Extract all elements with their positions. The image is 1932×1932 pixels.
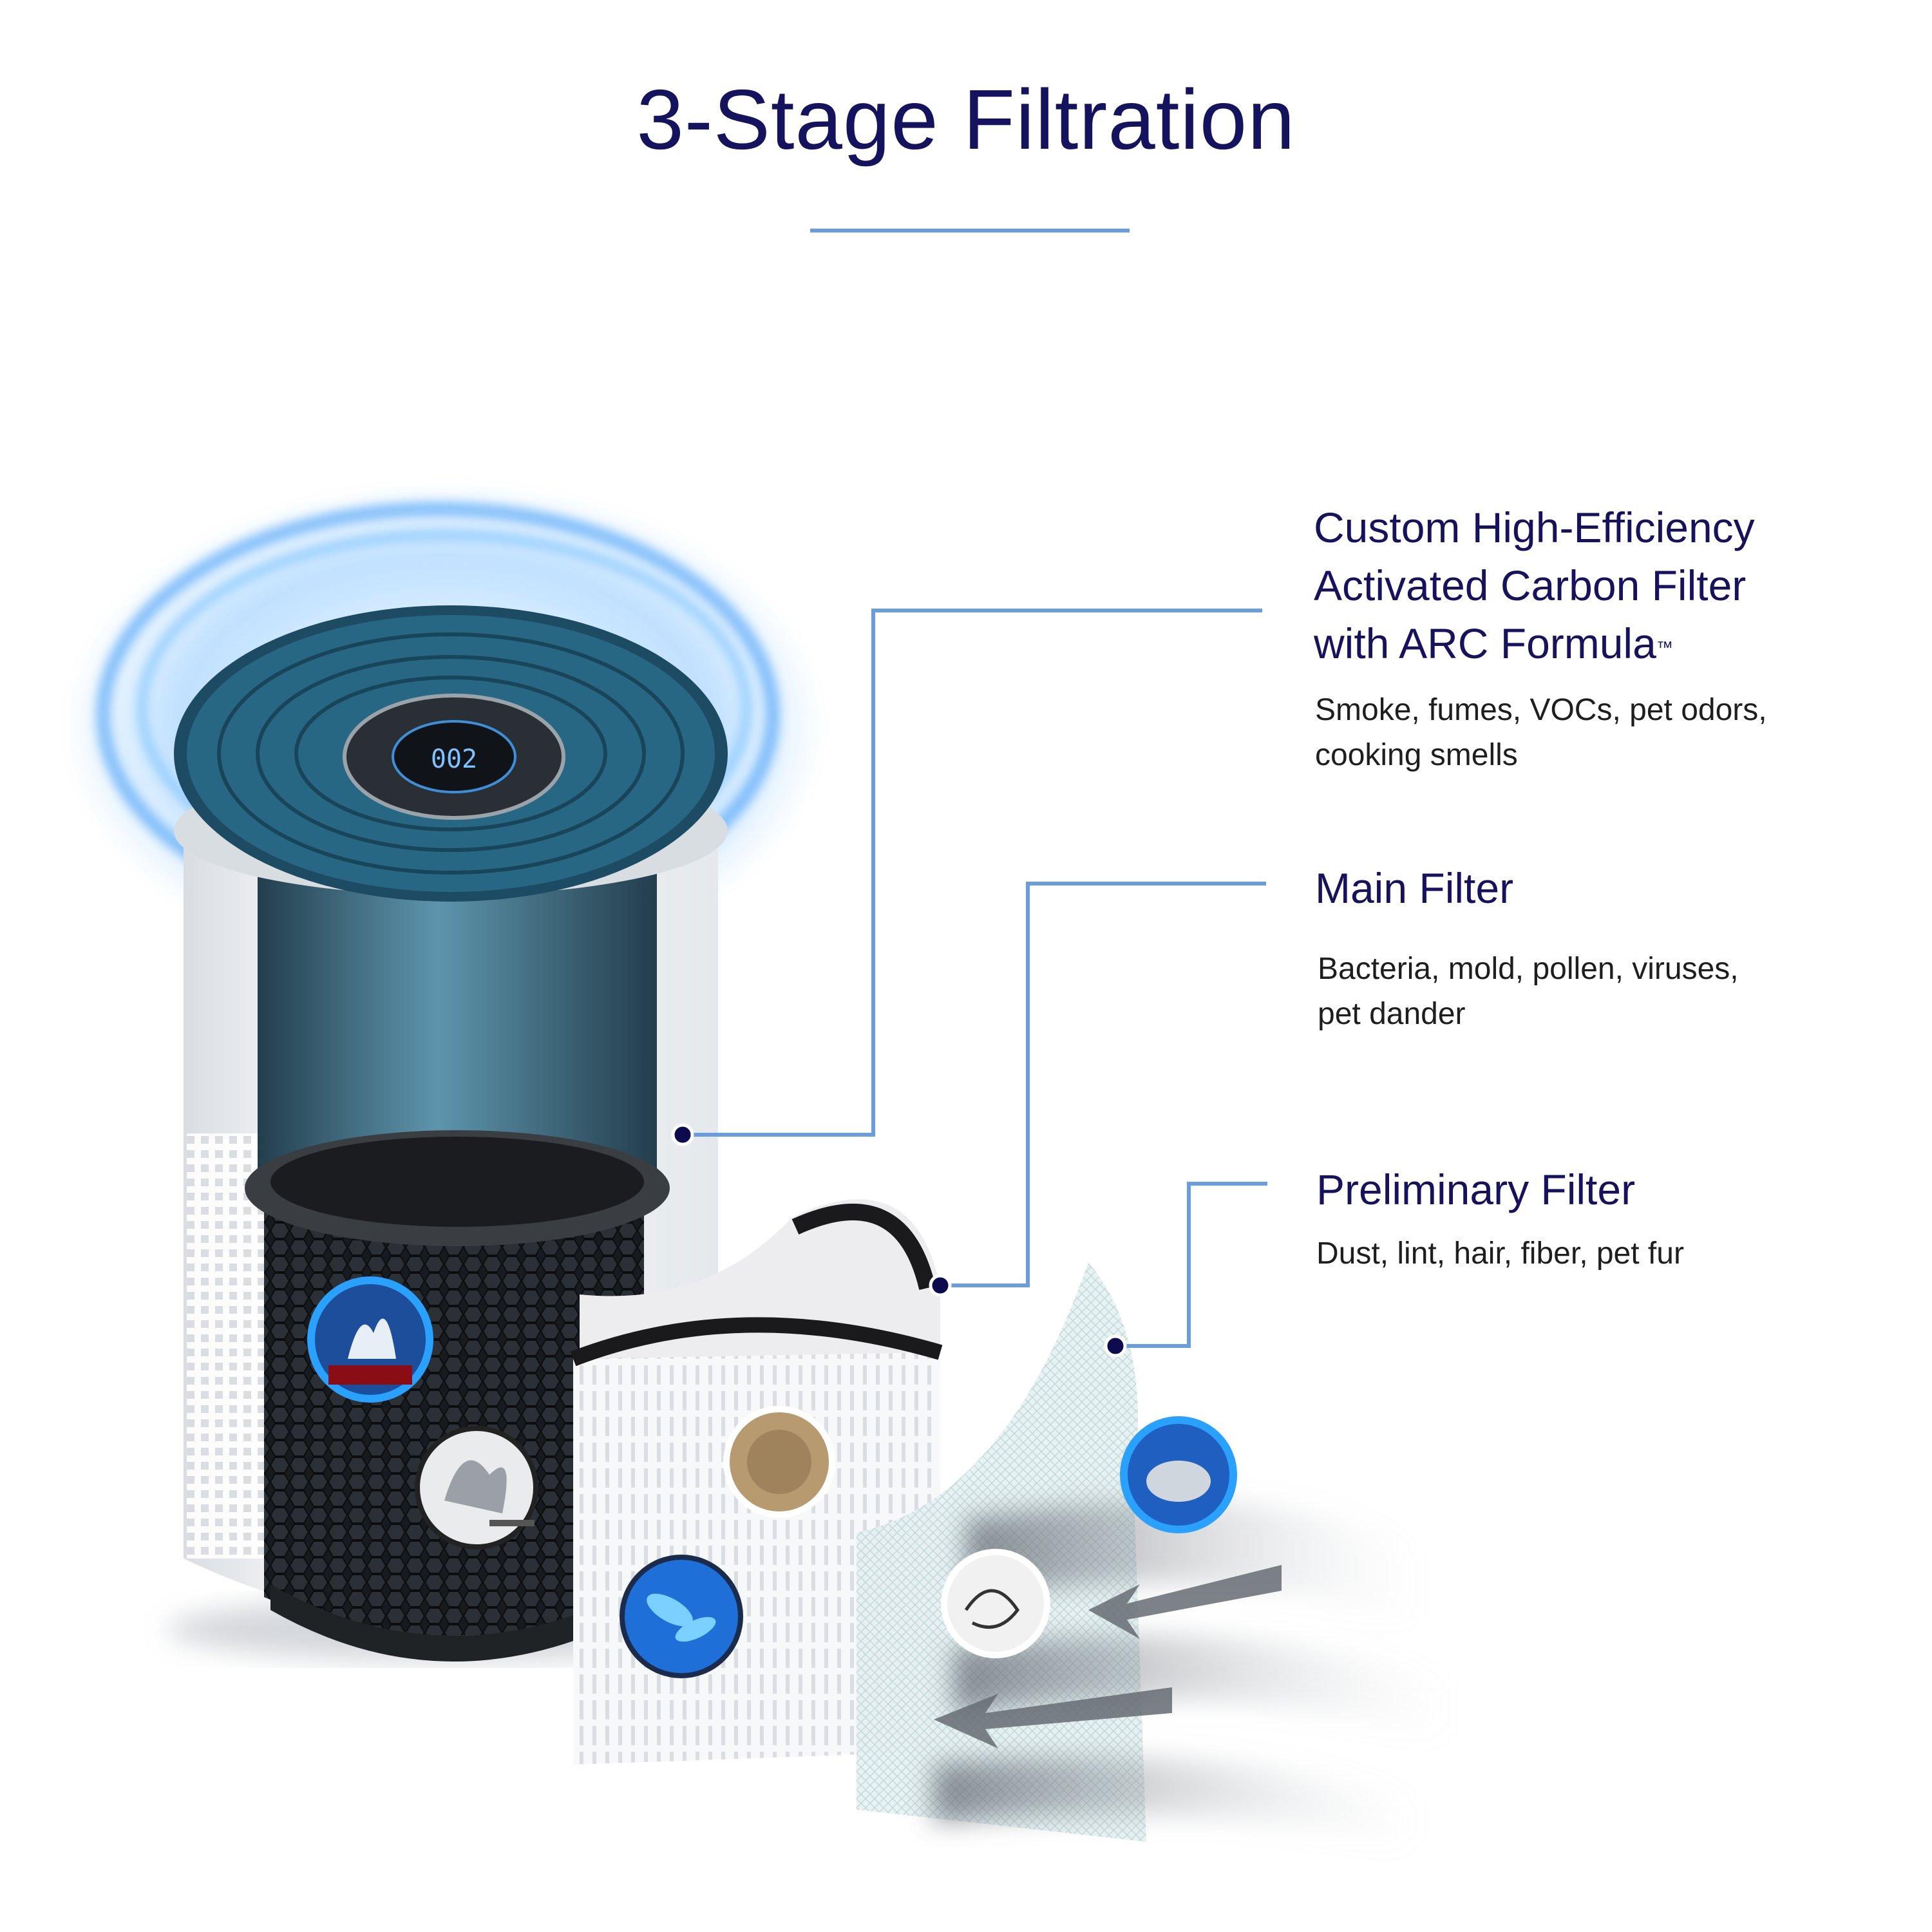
carbon-filter-heading: Custom High-Efficiency Activated Carbon …: [1314, 504, 1755, 667]
preliminary-filter-heading: Preliminary Filter: [1316, 1166, 1636, 1213]
display-readout: 002: [431, 744, 477, 774]
dust-icon: [1120, 1416, 1237, 1533]
hair-icon: [941, 1549, 1050, 1658]
purifier-top: 002: [174, 605, 728, 902]
bacteria-icon: [620, 1555, 743, 1678]
main-filter-description: Bacteria, mold, pollen, viruses, pet dan…: [1318, 952, 1739, 1031]
steam-icon: [307, 1276, 433, 1403]
trademark-symbol: ™: [1656, 638, 1673, 657]
preliminary-filter-description: Dust, lint, hair, fiber, pet fur: [1316, 1236, 1684, 1271]
page-title: 3-Stage Filtration: [636, 72, 1296, 167]
fur-icon: [723, 1406, 835, 1518]
callout-lines: [683, 609, 1267, 1348]
title-underline: [810, 229, 1130, 232]
airflow-streaks: [934, 1501, 1449, 1848]
purifier-body: [184, 824, 718, 1662]
main-filter-heading: Main Filter: [1315, 864, 1514, 912]
airflow-arrow-icon: [934, 1565, 1282, 1748]
smoke-icon: [415, 1426, 538, 1549]
callout-dots: [671, 1123, 1127, 1358]
carbon-filter-description: Smoke, fumes, VOCs, pet odors, cooking s…: [1315, 693, 1767, 772]
